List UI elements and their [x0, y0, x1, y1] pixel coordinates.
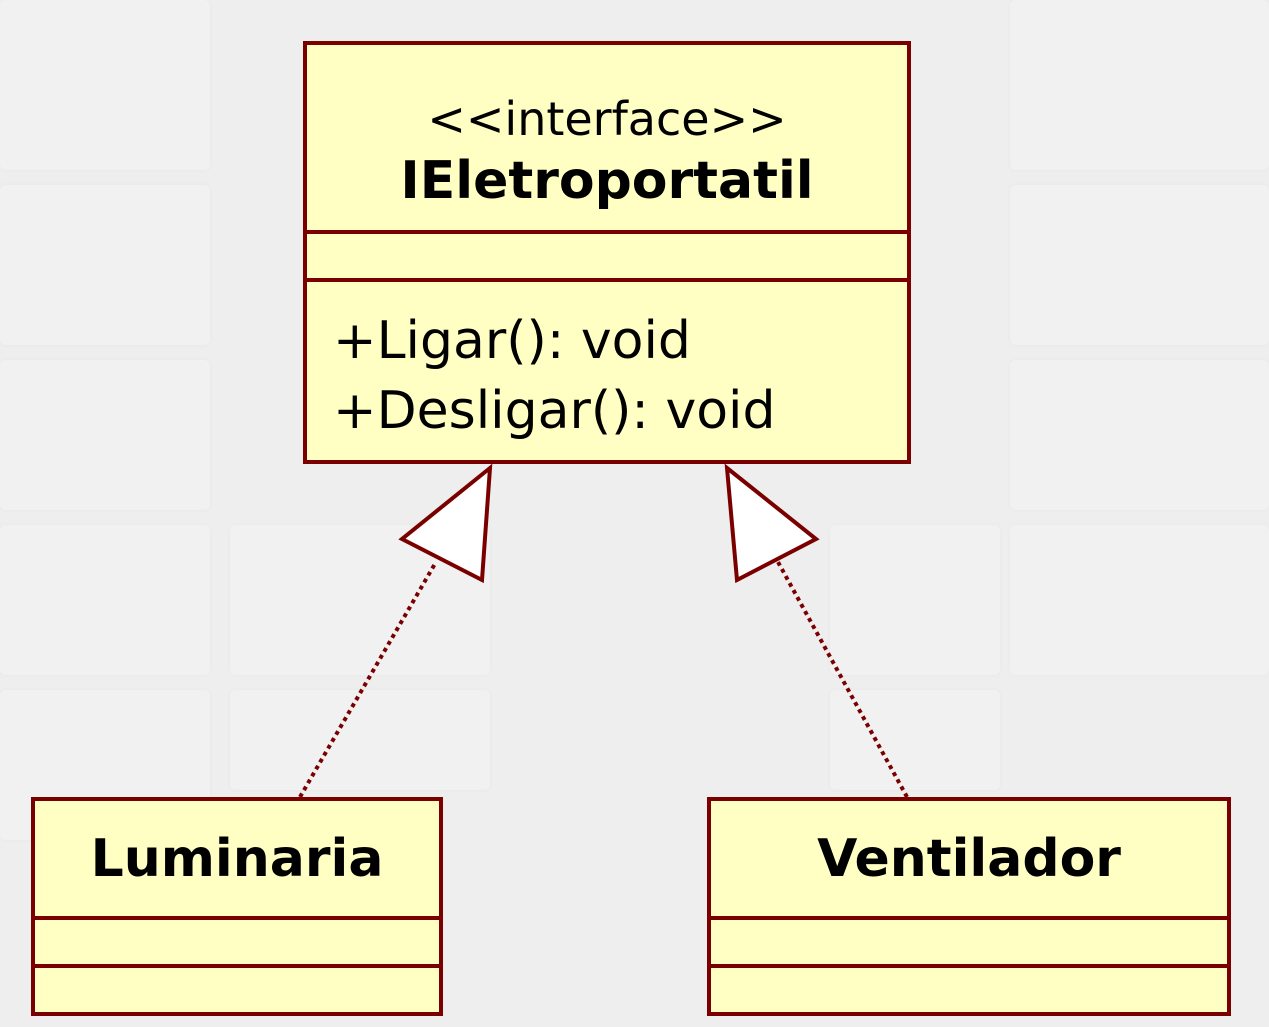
operation-desligar: +Desligar(): void	[333, 381, 776, 441]
interface-attributes-compartment	[307, 234, 907, 282]
class-luminaria-operations-compartment	[35, 968, 439, 1012]
class-ventilador-name-compartment: Ventilador	[711, 801, 1227, 920]
class-ventilador-attributes-compartment	[711, 920, 1227, 968]
class-luminaria-name-compartment: Luminaria	[35, 801, 439, 920]
class-luminaria[interactable]: Luminaria	[31, 797, 443, 1016]
interface-operations-compartment: +Ligar(): void +Desligar(): void	[307, 282, 907, 446]
class-luminaria-attributes-compartment	[35, 920, 439, 968]
interface-name: IEletroportatil	[400, 151, 814, 211]
interface-ieletroportatil[interactable]: <<interface>> IEletroportatil +Ligar(): …	[303, 41, 911, 464]
realization-line-luminaria	[298, 560, 438, 799]
interface-stereotype: <<interface>>	[427, 92, 787, 146]
operation-ligar: +Ligar(): void	[333, 311, 691, 371]
realization-line-ventilador	[776, 561, 909, 798]
class-luminaria-name: Luminaria	[90, 829, 384, 889]
realization-arrowhead-luminaria	[398, 463, 493, 584]
interface-name-compartment: <<interface>> IEletroportatil	[307, 45, 907, 234]
class-ventilador[interactable]: Ventilador	[707, 797, 1231, 1016]
realization-arrowhead-ventilador	[724, 463, 820, 584]
class-ventilador-name: Ventilador	[817, 829, 1121, 889]
class-ventilador-operations-compartment	[711, 968, 1227, 1012]
